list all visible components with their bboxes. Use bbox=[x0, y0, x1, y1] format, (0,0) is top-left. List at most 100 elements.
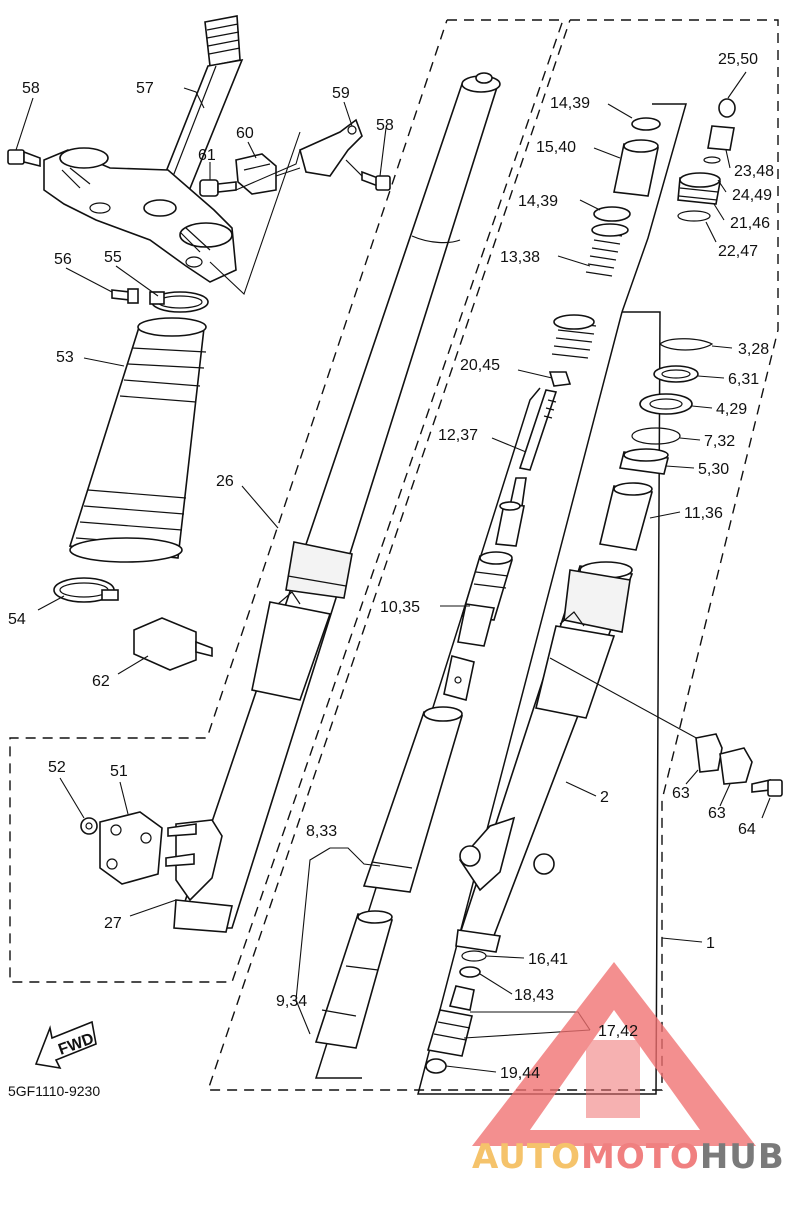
spring-13 bbox=[551, 223, 629, 359]
washer-18 bbox=[459, 966, 481, 978]
boundary-fork-assembly bbox=[207, 19, 779, 1091]
callout-9-34: 9,34 bbox=[276, 993, 307, 1010]
callout-10-35: 10,35 bbox=[380, 599, 420, 616]
inner-pipe-9 bbox=[314, 910, 394, 1049]
clamp-63a bbox=[695, 733, 723, 773]
washer-14-upper bbox=[631, 117, 661, 131]
callout-63-right: 63 bbox=[708, 805, 726, 822]
fwd-arrow: FWD bbox=[34, 1020, 97, 1070]
diagram-code: 5GF1110-9230 bbox=[8, 1083, 100, 1099]
callout-14-39-lower: 14,39 bbox=[518, 193, 558, 210]
callout-62: 62 bbox=[92, 673, 110, 690]
callout-16-41: 16,41 bbox=[528, 951, 568, 968]
watermark-text: AUTOMOTOHUB bbox=[472, 1137, 785, 1177]
callout-7-32: 7,32 bbox=[704, 433, 735, 450]
bolt-58-right bbox=[361, 170, 391, 191]
callout-labels: 58 57 59 58 60 61 56 55 53 26 54 62 52 5… bbox=[8, 51, 774, 1082]
nut-52 bbox=[80, 817, 98, 835]
bolt-61 bbox=[199, 179, 237, 197]
spacer-15 bbox=[613, 139, 659, 197]
cap-19 bbox=[425, 1058, 447, 1074]
callout-5-30: 5,30 bbox=[698, 461, 729, 478]
boundary-spring-group bbox=[621, 103, 687, 313]
callout-59: 59 bbox=[332, 85, 350, 102]
callout-2: 2 bbox=[600, 789, 609, 806]
pinch-bolt-line bbox=[549, 657, 701, 741]
circlip-3 bbox=[659, 338, 714, 351]
screw-56 bbox=[111, 288, 139, 304]
callout-51: 51 bbox=[110, 763, 128, 780]
leader-lines bbox=[15, 71, 771, 1073]
lower-triple-clamp bbox=[43, 147, 237, 283]
callout-54: 54 bbox=[8, 611, 26, 628]
callout-17-42: 17,42 bbox=[598, 1023, 638, 1040]
callout-11-36: 11,36 bbox=[684, 505, 723, 522]
outer-tube-26 bbox=[173, 72, 501, 933]
cylinder-12 bbox=[518, 389, 558, 471]
bolt-58-left bbox=[7, 149, 41, 168]
callout-63-left: 63 bbox=[672, 785, 690, 802]
washer-7 bbox=[631, 427, 681, 445]
damper-rod-parts bbox=[495, 477, 527, 547]
watermark-auto: AUTO bbox=[472, 1137, 581, 1177]
callout-19-44: 19,44 bbox=[500, 1065, 540, 1082]
washer-14-lower bbox=[593, 206, 631, 222]
bracket-routing-line bbox=[209, 131, 301, 295]
clamp-60 bbox=[235, 153, 277, 195]
callout-4-29: 4,29 bbox=[716, 401, 747, 418]
caliper-bracket-51 bbox=[99, 811, 163, 885]
callout-21-46: 21,46 bbox=[730, 215, 770, 232]
callout-20-45: 20,45 bbox=[460, 357, 500, 374]
callout-57: 57 bbox=[136, 80, 154, 97]
watermark-triangle-icon bbox=[472, 962, 756, 1146]
band-55 bbox=[149, 291, 209, 313]
callout-26: 26 bbox=[216, 473, 234, 490]
callout-61: 61 bbox=[198, 147, 216, 164]
o-ring-22 bbox=[677, 210, 711, 222]
caliper-studs-27 bbox=[165, 819, 223, 902]
fork-boot-53 bbox=[68, 317, 207, 563]
nut-20 bbox=[548, 371, 572, 387]
callout-24-49: 24,49 bbox=[732, 187, 772, 204]
callout-13-38: 13,38 bbox=[500, 249, 540, 266]
watermark-hub: HUB bbox=[700, 1137, 785, 1177]
o-ring-24 bbox=[703, 156, 721, 164]
oil-seal-4 bbox=[639, 393, 693, 415]
watermark-moto: MOTO bbox=[581, 1137, 700, 1177]
callout-1: 1 bbox=[706, 935, 715, 952]
clamp-63b bbox=[719, 747, 753, 785]
callout-6-31: 6,31 bbox=[728, 371, 759, 388]
inner-pipe-8 bbox=[362, 706, 464, 893]
clamp-62 bbox=[133, 617, 213, 671]
callout-12-37: 12,37 bbox=[438, 427, 478, 444]
base-valve-17 bbox=[426, 985, 475, 1057]
inner-tube-2 bbox=[455, 561, 634, 953]
callout-56: 56 bbox=[54, 251, 72, 268]
callout-8-33: 8,33 bbox=[306, 823, 337, 840]
slide-bushing-5 bbox=[619, 448, 669, 475]
cap-bolt-21 bbox=[677, 172, 721, 205]
bolt-64 bbox=[751, 779, 783, 797]
callout-25-50: 25,50 bbox=[718, 51, 758, 68]
cap-25 bbox=[718, 98, 736, 118]
callout-55: 55 bbox=[104, 249, 122, 266]
callout-15-40: 15,40 bbox=[536, 139, 576, 156]
callout-60: 60 bbox=[236, 125, 254, 142]
callout-64: 64 bbox=[738, 821, 756, 838]
washer-16 bbox=[461, 950, 487, 962]
callout-14-39-upper: 14,39 bbox=[550, 95, 590, 112]
callout-52: 52 bbox=[48, 759, 66, 776]
callout-3-28: 3,28 bbox=[738, 341, 769, 358]
bracket-59 bbox=[299, 118, 363, 177]
watermark-logo bbox=[472, 962, 756, 1146]
band-54 bbox=[53, 577, 119, 603]
damper-10 bbox=[443, 551, 514, 701]
slide-bushing-11 bbox=[599, 482, 654, 551]
callout-58-right: 58 bbox=[376, 117, 394, 134]
callout-53: 53 bbox=[56, 349, 74, 366]
callout-58-left: 58 bbox=[22, 80, 40, 97]
callout-27: 27 bbox=[104, 915, 122, 932]
callout-22-47: 22,47 bbox=[718, 243, 758, 260]
